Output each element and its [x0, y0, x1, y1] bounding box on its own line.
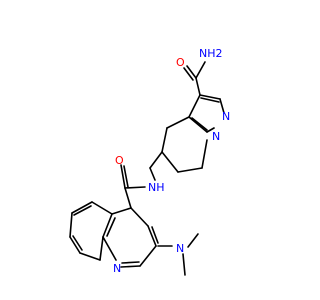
- dimethylamino-nitrogen-label: N: [176, 242, 184, 255]
- nh2-label: NH2: [199, 47, 223, 60]
- molecule-structure: NH2 O N N NH O N N: [69, 47, 230, 276]
- pyrazole-nitrogen-label-1: N: [222, 110, 230, 123]
- bond-lines: [69, 61, 225, 276]
- oxygen-label-top: O: [176, 56, 185, 69]
- quinoline-nitrogen-label: N: [113, 262, 121, 275]
- oxygen-label-bottom: O: [115, 154, 124, 167]
- pyrazole-nitrogen-label-2: N: [212, 130, 220, 143]
- nh-linker-label: NH: [148, 181, 165, 194]
